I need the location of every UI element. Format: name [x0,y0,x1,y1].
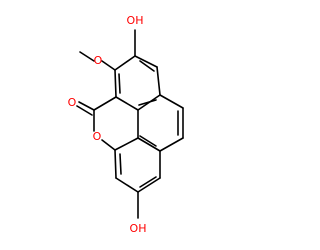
bond [159,94,184,109]
ring-oxygen-label: O [93,130,102,143]
bond [114,69,117,98]
hydroxyl-bottom-label: OH [130,222,147,235]
bond [139,135,157,147]
bond-carbonyl [78,101,95,111]
bond [115,177,139,193]
bond-carbonyl [76,105,93,116]
structure-diagram: OH O O O OH [68,14,184,235]
hydroxyl-top-label: OH [127,14,144,27]
bonds [76,29,184,219]
atom-labels: OH O O O OH [68,14,147,235]
bond [137,177,161,193]
bond [138,99,157,106]
bond [114,137,139,151]
molecule-structure: OH O O O OH [68,14,184,235]
bond [115,96,139,111]
bond-methyl [79,51,95,62]
bond [114,149,117,179]
bond [159,137,184,152]
bond-methoxy [101,60,116,71]
bond [114,55,136,71]
bond [119,153,122,175]
methoxy-oxygen-label: O [94,54,103,67]
bond [118,73,121,94]
bond [101,139,116,151]
bond [139,60,155,72]
bond [156,66,161,96]
bond [93,96,117,111]
carbonyl-oxygen-label: O [68,96,77,109]
bond [139,176,157,188]
bond [137,137,161,152]
bond [134,55,158,68]
